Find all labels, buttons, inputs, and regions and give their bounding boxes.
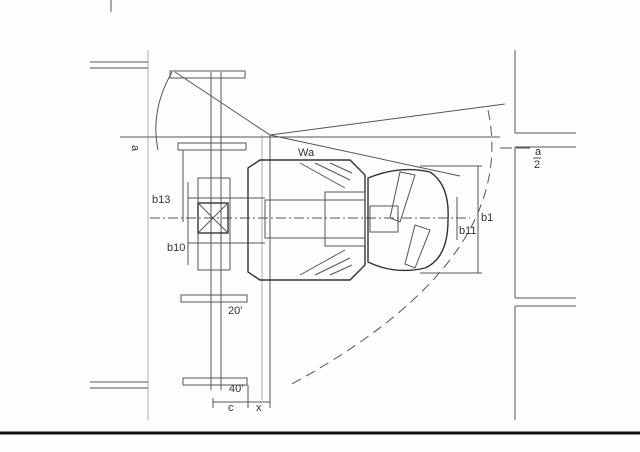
label-a-half-right-den: 2	[534, 159, 540, 171]
label-wa: Wa	[298, 147, 315, 159]
forks	[169, 70, 248, 390]
label-b1: b1	[481, 212, 493, 224]
label-b10: b10	[167, 242, 185, 254]
label-a-half-right-num: a	[535, 146, 542, 158]
label-a-half-left-num: a	[129, 145, 141, 152]
aisle-walls	[90, 50, 576, 420]
carriage	[188, 177, 265, 271]
label-40-pallet: 40'	[229, 383, 243, 395]
dimension-lines	[130, 136, 530, 408]
truck-body	[247, 159, 449, 281]
turning-geometry	[120, 71, 506, 408]
label-20-pallet: 20'	[228, 305, 242, 317]
label-b11: b11	[459, 225, 477, 237]
label-c: c	[228, 402, 234, 414]
label-b13: b13	[152, 194, 170, 206]
label-x: x	[256, 402, 262, 414]
